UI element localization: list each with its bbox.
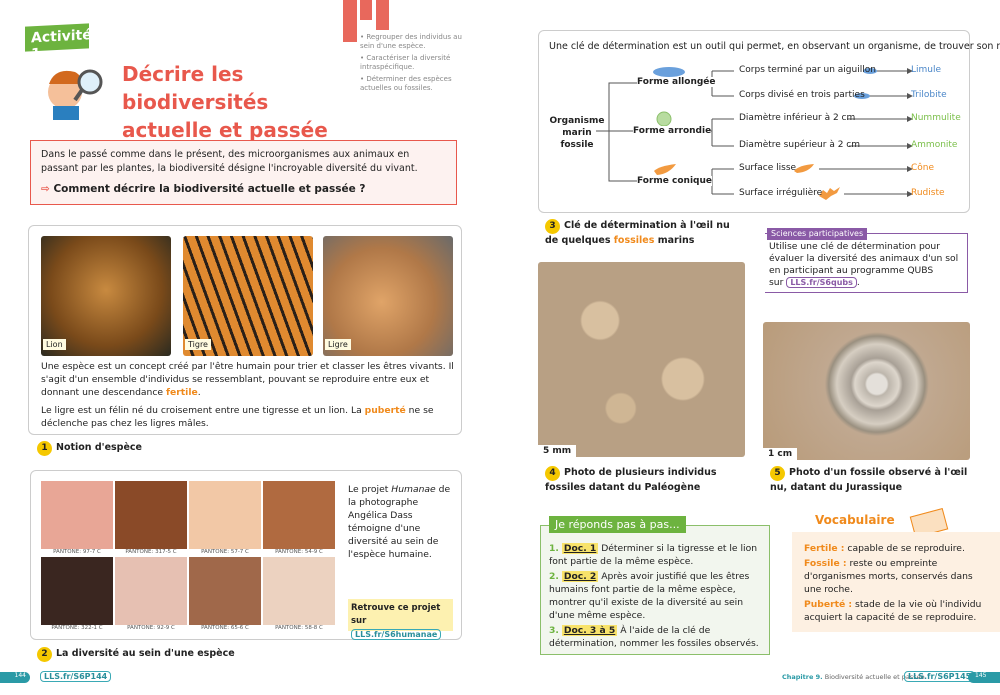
doc1-box: Lion Tigre Ligre Une espèce est un conce…	[28, 225, 462, 435]
exercise-item: 2. Doc. 2 Après avoir justifié que les ê…	[549, 571, 750, 621]
doc2-box: PANTONE: 97-7 C PANTONE: 317-5 C PANTONE…	[30, 470, 462, 640]
page-link[interactable]: LLS.fr/S6P144	[40, 671, 112, 682]
key-result: Limule	[911, 65, 942, 75]
portrait: PANTONE: 322-1 C	[41, 557, 113, 631]
exercise-item: 1. Doc. 1 Déterminer si la tigresse et l…	[549, 543, 758, 567]
key-criterion: Corps terminé par un aiguillon	[739, 65, 876, 75]
determination-key-box: Une clé de détermination est un outil qu…	[538, 30, 1000, 213]
qubs-link[interactable]: LLS.fr/S6qubs	[786, 277, 857, 288]
decor-bar	[376, 0, 389, 30]
key-criterion: Corps divisé en trois parties	[739, 90, 865, 100]
key-criterion: Diamètre supérieur à 2 cm	[739, 140, 861, 150]
key-result: Cône	[911, 163, 935, 173]
humanae-link[interactable]: LLS.fr/S6humanae	[351, 629, 442, 640]
mascot-magnifier-illustration	[35, 62, 107, 120]
conical-shape-icon	[654, 164, 676, 175]
key-intro: Une clé de détermination est un outil qu…	[549, 41, 1000, 52]
round-shape-icon	[656, 111, 672, 127]
portrait: PANTONE: 65-6 C	[189, 557, 261, 631]
doc1-text: Une espèce est un concept créé par l'êtr…	[41, 361, 454, 429]
ammonite-photo: 1 cm	[763, 322, 970, 460]
vocab-item: Fertile : capable de se reproduire.	[804, 543, 965, 554]
objective: • Déterminer des espèces actuelles ou fo…	[360, 75, 452, 92]
spike-fossil-icon	[863, 68, 877, 74]
objectives-list: • Regrouper des individus au sein d'une …	[360, 33, 470, 96]
intro-text: Dans le passé comme dans le présent, des…	[41, 149, 418, 174]
rudist-icon	[819, 187, 840, 200]
portrait: PANTONE: 317-5 C	[115, 481, 187, 555]
key-result: Rudiste	[911, 188, 945, 198]
portrait: PANTONE: 54-9 C	[263, 481, 335, 555]
decor-bar	[360, 0, 372, 20]
vocab-title: Vocabulaire	[815, 513, 895, 527]
portrait: PANTONE: 92-9 C	[115, 557, 187, 631]
sciences-title: Sciences participatives	[767, 228, 868, 240]
portrait: PANTONE: 97-7 C	[41, 481, 113, 555]
vocab-item: Fossile : reste ou empreinte d'organisme…	[804, 558, 973, 595]
doc2-text: Le projet Humanae de la photographe Angé…	[348, 484, 451, 560]
key-result: Nummulite	[911, 113, 961, 123]
footer-chapter: Chapitre 9. Biodiversité actuelle et pas…	[782, 673, 925, 681]
arrow-icon: ⇨	[41, 183, 50, 195]
exercise-title: Je réponds pas à pas...	[549, 516, 686, 533]
nummulite-fossils-photo: 5 mm	[538, 262, 745, 457]
vocab-item: Puberté : stade de la vie où l'individu …	[804, 599, 982, 623]
key-result: Ammonite	[911, 140, 958, 150]
page-link[interactable]: LLS.fr/S6P145	[904, 671, 976, 682]
vocab-box: Fertile : capable de se reproduire. Foss…	[792, 532, 1000, 632]
portrait: PANTONE: 57-7 C	[189, 481, 261, 555]
activity-tag: Activité 1	[25, 23, 92, 62]
decor-bar	[343, 0, 357, 42]
exercise-box: Je réponds pas à pas... 1. Doc. 1 Déterm…	[540, 516, 770, 655]
sciences-participatives-box: Sciences participatives Utilise une clé …	[765, 228, 968, 293]
key-form: Forme arrondie	[633, 126, 712, 136]
portrait: PANTONE: 58-8 C	[263, 557, 335, 631]
checkbox-icon: ✓	[345, 33, 354, 42]
elongated-shape-icon	[653, 67, 685, 77]
tiger-photo: Tigre	[183, 236, 313, 356]
intro-box: Dans le passé comme dans le présent, des…	[30, 140, 457, 205]
key-form: Forme conique	[637, 176, 712, 186]
key-root: Organisme marin fossile	[549, 116, 605, 150]
key-result: Trilobite	[911, 90, 947, 100]
trilobite-icon	[854, 93, 870, 99]
page-number-tab: 144	[0, 672, 30, 683]
key-form: Forme allongée	[637, 77, 716, 87]
lion-photo: Lion	[41, 236, 171, 356]
objective: • Caractériser la diversité intraspécifi…	[360, 54, 451, 71]
main-question: ⇨ Comment décrire la biodiversité actuel…	[41, 183, 366, 195]
liger-photo: Ligre	[323, 236, 453, 356]
key-criterion: Surface lisse	[739, 163, 797, 173]
retrouve-box: Retrouve ce projet sur LLS.fr/S6humanae	[348, 599, 453, 640]
smooth-cone-icon	[794, 164, 814, 173]
page-title: Décrire les biodiversités actuelle et pa…	[122, 62, 328, 142]
exercise-item: 3. Doc. 3 à 5 À l'aide de la clé de déte…	[549, 625, 759, 649]
key-criterion: Diamètre inférieur à 2 cm	[739, 113, 856, 123]
page-number-tab: 145	[968, 672, 1000, 683]
key-criterion: Surface irrégulière	[739, 188, 823, 198]
objective: • Regrouper des individus au sein d'une …	[360, 33, 462, 50]
